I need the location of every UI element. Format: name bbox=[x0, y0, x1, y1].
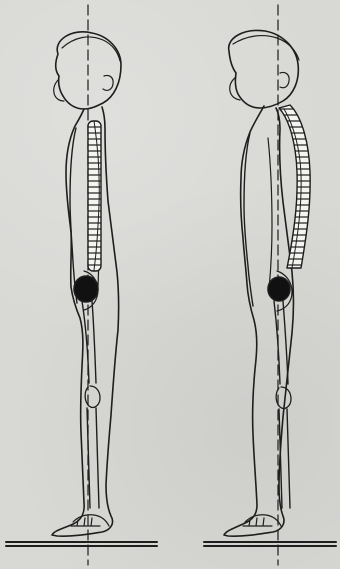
left-knee bbox=[85, 386, 100, 407]
right-hair bbox=[233, 36, 299, 60]
left-hair bbox=[62, 37, 120, 61]
right-fibula bbox=[287, 409, 290, 508]
right-femur bbox=[274, 301, 280, 384]
right-spine bbox=[279, 105, 310, 268]
left-foot-bones bbox=[71, 515, 109, 526]
left-figure bbox=[6, 5, 157, 565]
right-arm bbox=[244, 133, 253, 306]
right-femur-2 bbox=[283, 301, 288, 384]
right-body-outline bbox=[224, 106, 294, 536]
right-figure bbox=[204, 5, 336, 565]
left-fibula bbox=[96, 408, 99, 508]
left-femur-2 bbox=[92, 301, 96, 383]
right-ear bbox=[280, 72, 289, 87]
right-head bbox=[229, 30, 299, 108]
left-ear bbox=[103, 75, 113, 90]
left-hip-joint bbox=[74, 276, 98, 302]
right-hip-joint bbox=[268, 277, 290, 301]
right-arm-inner bbox=[268, 138, 272, 289]
